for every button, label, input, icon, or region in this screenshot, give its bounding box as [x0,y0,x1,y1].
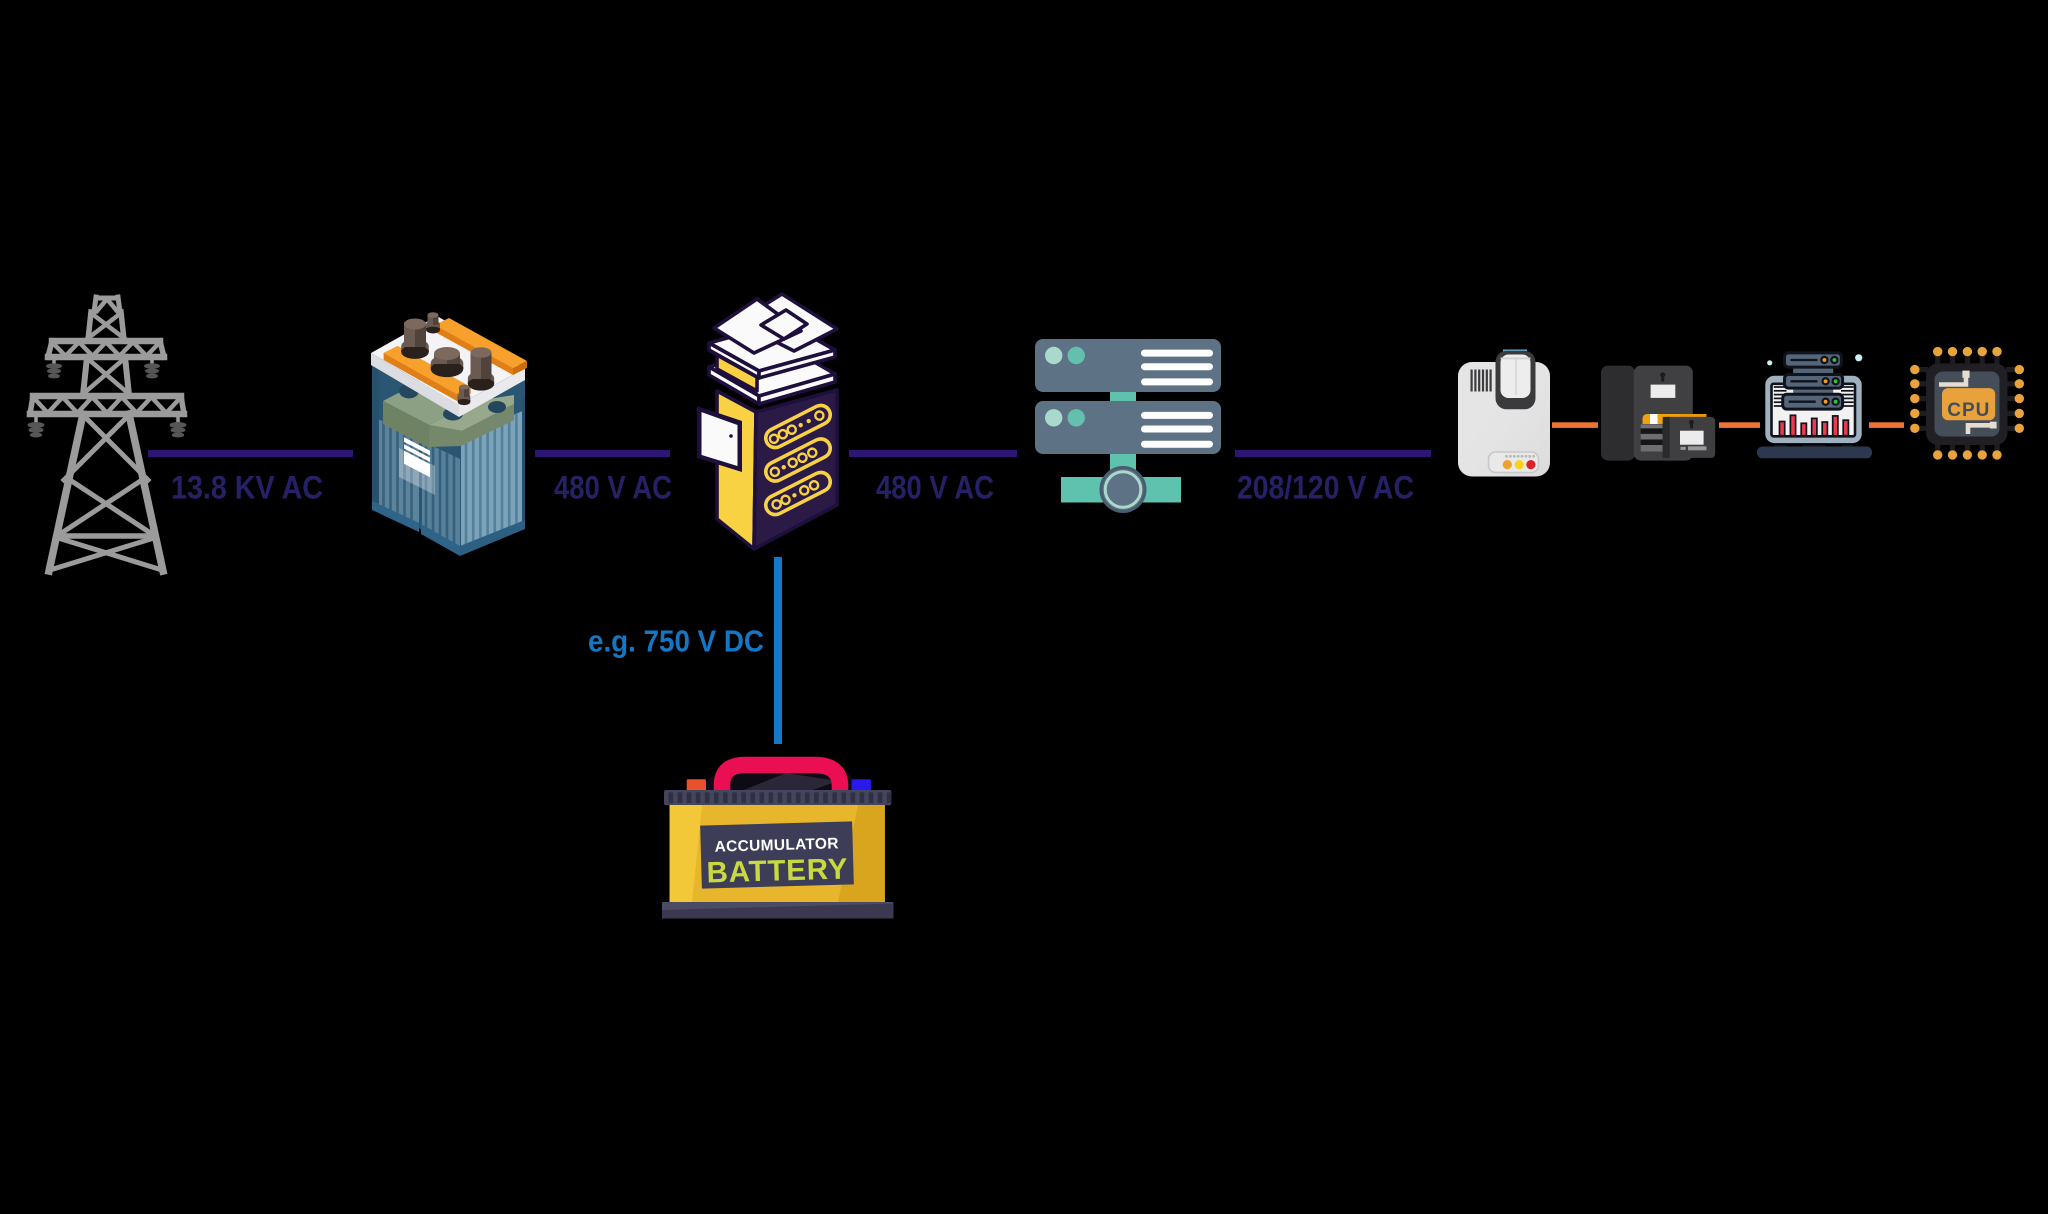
svg-text:ACCUMULATOR: ACCUMULATOR [714,835,839,855]
svg-text:480 V AC: 480 V AC [876,470,994,506]
svg-text:480 V AC: 480 V AC [554,470,672,506]
svg-text:13.8 KV AC: 13.8 KV AC [171,470,323,506]
svg-text:208/120 V AC: 208/120 V AC [1237,470,1414,506]
svg-text:BATTERY: BATTERY [706,853,848,890]
svg-text:e.g. 750 V DC: e.g. 750 V DC [588,624,764,659]
svg-text:CPU: CPU [1947,400,1990,421]
